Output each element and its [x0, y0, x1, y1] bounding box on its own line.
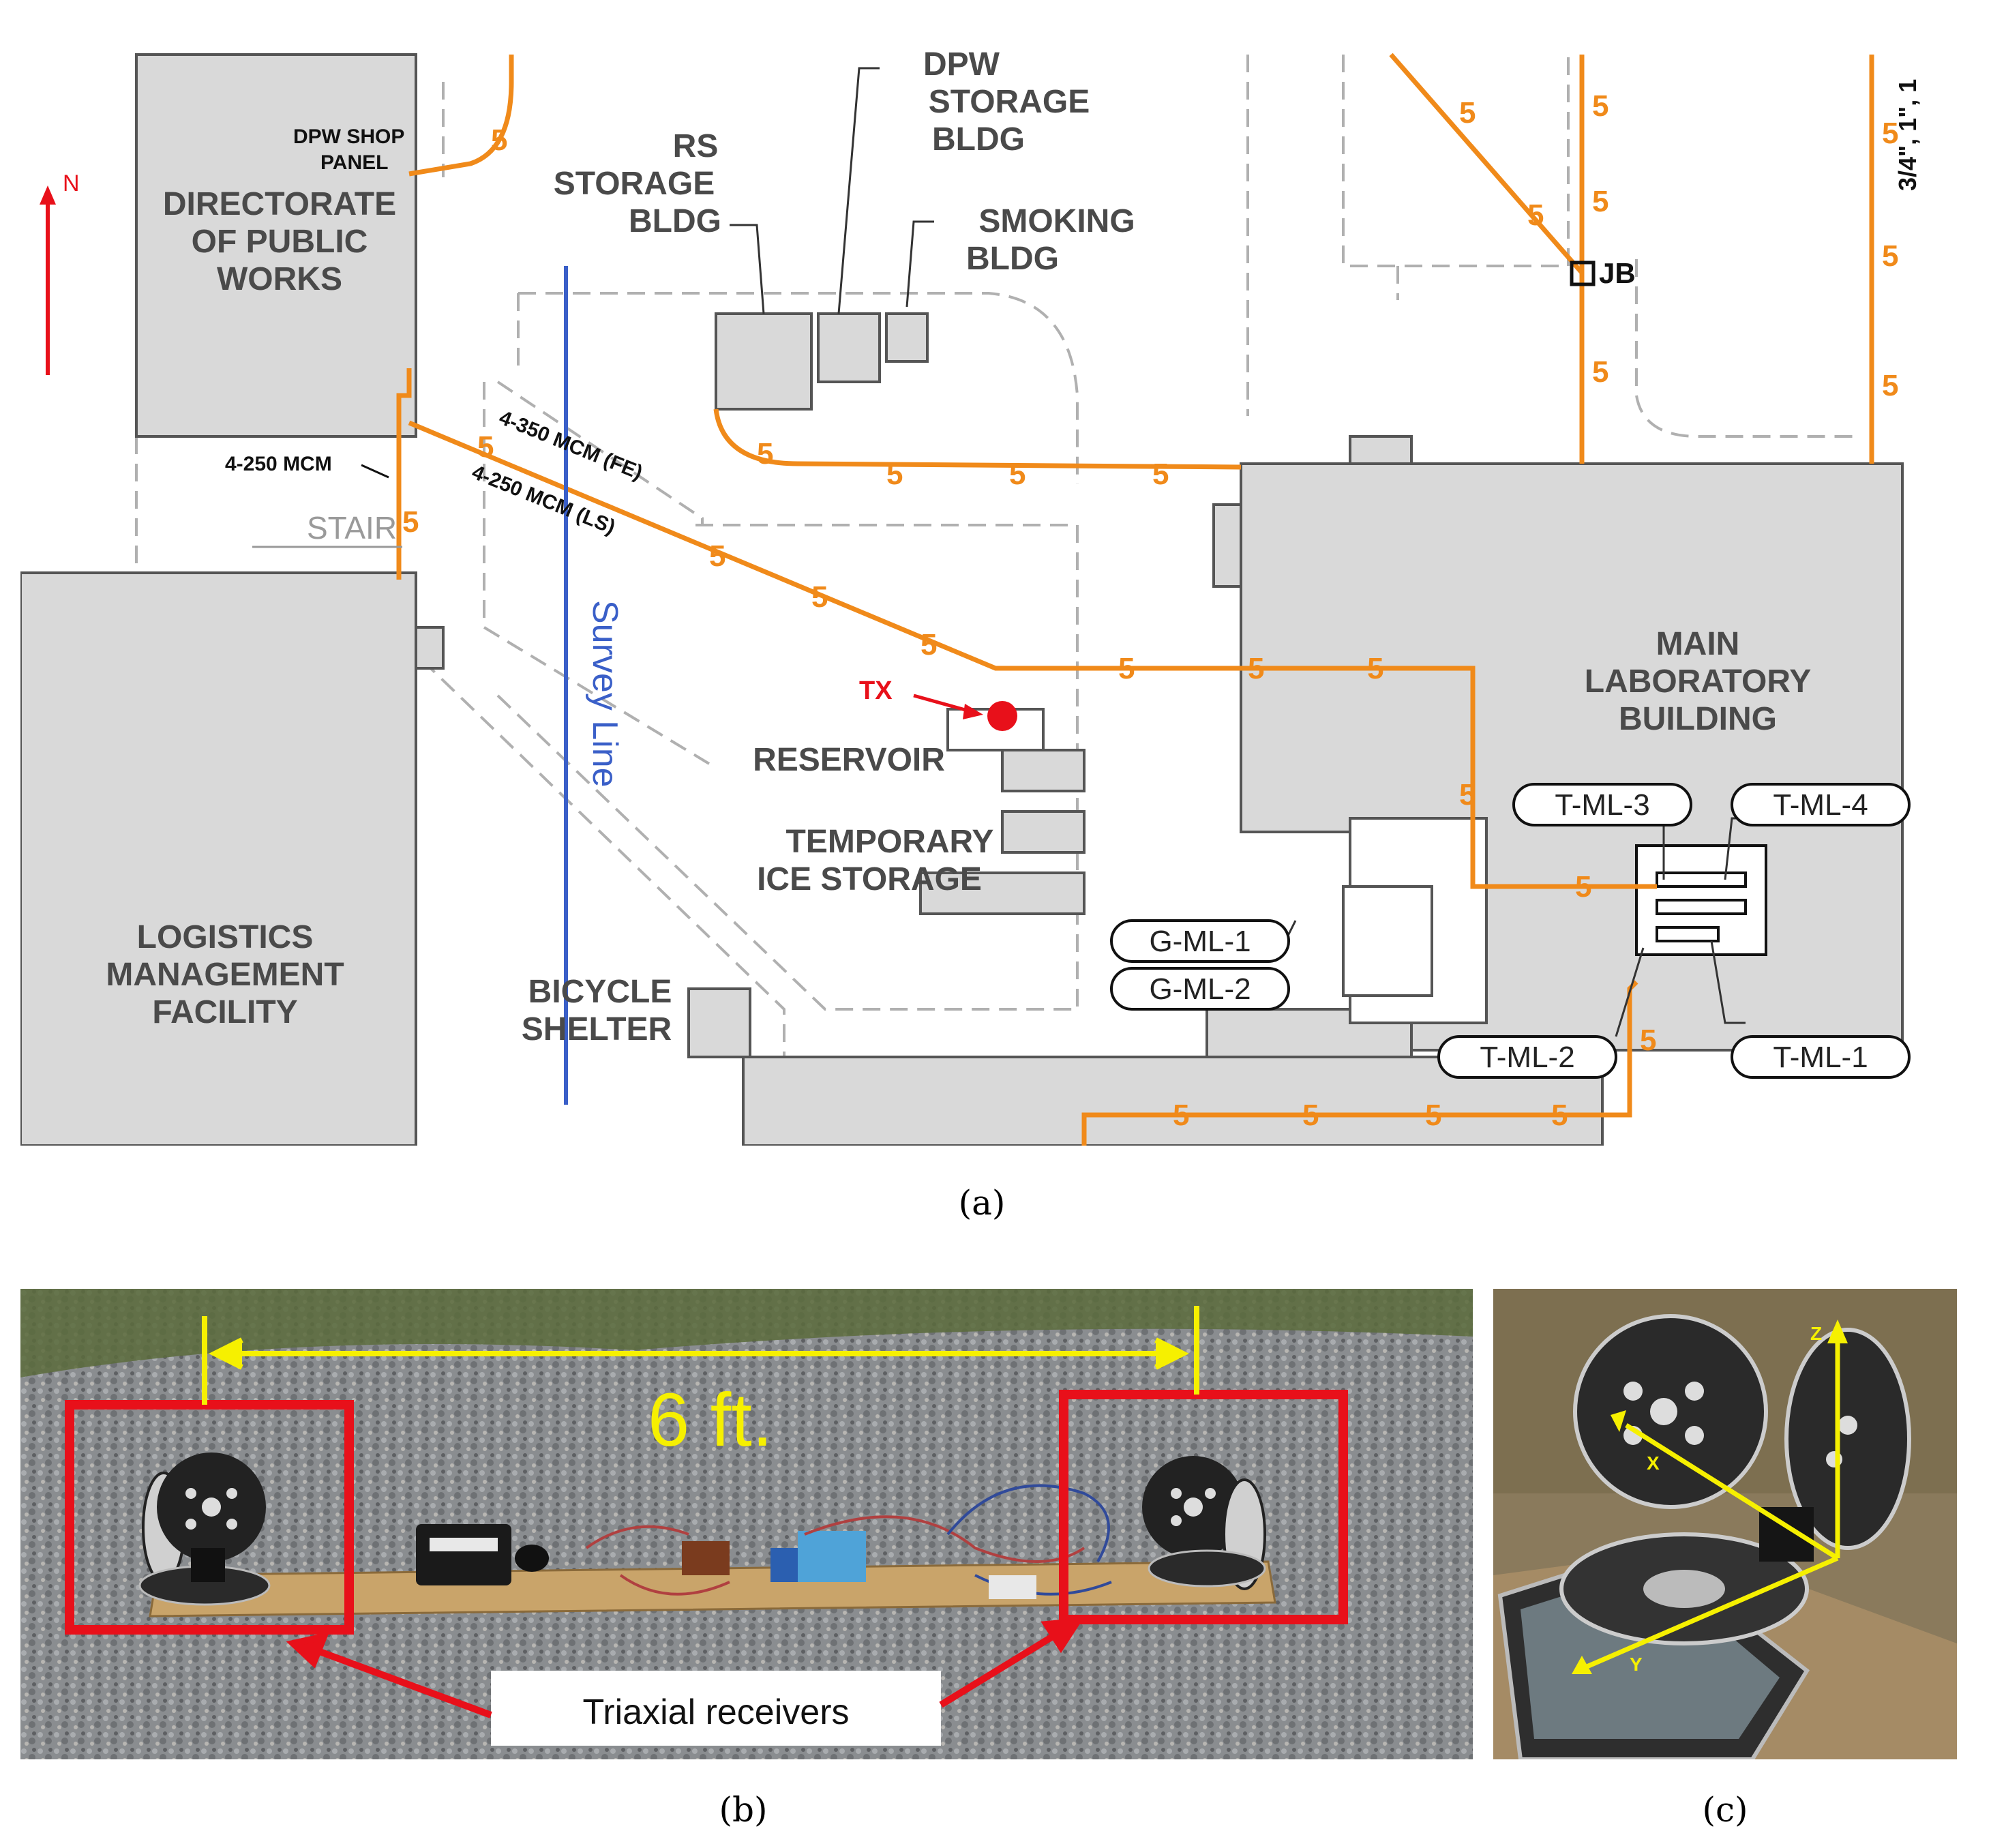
svg-text:5: 5 — [1882, 369, 1898, 402]
logistics-label-1: LOGISTICS — [137, 919, 314, 955]
north-arrow: N — [40, 170, 80, 375]
rs-storage-label-3: BLDG — [629, 203, 721, 239]
caption-b: (b) — [719, 1790, 768, 1830]
axis-arrows — [1584, 1333, 1840, 1670]
tag-t-ml-2: T-ML-2 — [1480, 1041, 1574, 1074]
svg-text:5: 5 — [920, 628, 937, 661]
svg-text:5: 5 — [1367, 652, 1383, 685]
svg-text:5: 5 — [1592, 355, 1608, 389]
tag-t-ml-1: T-ML-1 — [1773, 1041, 1868, 1074]
distance-indicator — [202, 1306, 1199, 1405]
svg-text:5: 5 — [1640, 1024, 1656, 1057]
dpw-storage-label-1: DPW — [923, 46, 1000, 83]
tag-t-ml-3: T-ML-3 — [1555, 788, 1649, 822]
dpw-storage-label-2: STORAGE — [929, 84, 1090, 120]
main-lab-label-3: BUILDING — [1619, 701, 1777, 737]
dpw-label-2: OF PUBLIC — [192, 224, 368, 260]
junction-box — [1570, 260, 1596, 286]
svg-text:5: 5 — [811, 580, 828, 614]
segment-labels: 5 5 5 5 5 5 5 5 5 5 5 5 5 5 5 5 5 5 5 5 … — [402, 89, 1898, 1132]
main-lab-label-2: LABORATORY — [1585, 664, 1811, 700]
svg-text:5: 5 — [757, 437, 773, 471]
site-map: 5 5 5 5 5 5 5 5 5 5 5 5 5 5 5 5 5 5 5 5 … — [20, 41, 1943, 1146]
conduit-note: 3/4", 1", 1 — [1893, 79, 1921, 191]
svg-text:5: 5 — [1551, 1099, 1568, 1132]
distance-label: 6 ft. — [648, 1378, 773, 1462]
svg-text:5: 5 — [1118, 652, 1135, 685]
receiver-closeup-photo: Z X Y — [1493, 1289, 1957, 1759]
survey-line-label: Survey Line — [585, 600, 625, 788]
smoking-label-1: SMOKING — [978, 203, 1135, 239]
tx-label: TX — [859, 676, 893, 705]
dpw-storage-label-3: BLDG — [932, 121, 1025, 158]
receiver-board-photo: 6 ft. Triaxial receivers — [20, 1289, 1473, 1759]
left-receiver — [138, 1452, 271, 1606]
right-receiver-box — [1059, 1390, 1348, 1624]
svg-text:5: 5 — [1459, 96, 1476, 130]
cable-label-1: 4-250 MCM — [225, 453, 332, 475]
svg-text:5: 5 — [1248, 652, 1264, 685]
tag-g-ml-1: G-ML-1 — [1149, 925, 1251, 958]
reservoir-label: RESERVOIR — [753, 742, 945, 778]
jb-label: JB — [1599, 257, 1636, 289]
svg-text:5: 5 — [1592, 89, 1608, 123]
callout-label: Triaxial receivers — [582, 1693, 849, 1732]
axis-y-label: Y — [1630, 1654, 1643, 1675]
north-label: N — [63, 170, 80, 196]
tag-t-ml-4: T-ML-4 — [1773, 788, 1868, 822]
svg-text:5: 5 — [886, 458, 903, 491]
bicycle-label-1: BICYCLE — [528, 974, 672, 1010]
svg-text:5: 5 — [1527, 198, 1544, 232]
svg-text:5: 5 — [477, 430, 494, 464]
caption-a: (a) — [958, 1183, 1006, 1223]
smoking-label-2: BLDG — [966, 241, 1059, 277]
svg-text:5: 5 — [1173, 1099, 1189, 1132]
svg-text:5: 5 — [1882, 117, 1898, 150]
bicycle-label-2: SHELTER — [522, 1011, 672, 1047]
dpw-label-1: DIRECTORATE — [163, 186, 396, 222]
svg-text:5: 5 — [1009, 458, 1026, 491]
tag-g-ml-2: G-ML-2 — [1149, 972, 1251, 1006]
right-receiver — [1142, 1456, 1266, 1590]
rs-storage-label-2: STORAGE — [554, 166, 715, 202]
dashed-boundaries — [135, 55, 1861, 1064]
axis-x-label: X — [1647, 1452, 1660, 1474]
svg-text:5: 5 — [1152, 458, 1169, 491]
logistics-label-3: FACILITY — [152, 994, 297, 1030]
main-lab-label-1: MAIN — [1656, 626, 1740, 662]
callout-box — [491, 1671, 941, 1746]
svg-text:5: 5 — [1302, 1099, 1319, 1132]
dpw-shop-panel-line2: PANEL — [320, 151, 388, 174]
tx-marker — [987, 701, 1017, 731]
building-labels: DIRECTORATE OF PUBLIC WORKS LOGISTICS MA… — [106, 46, 1811, 1047]
logistics-label-2: MANAGEMENT — [106, 957, 344, 993]
svg-text:5: 5 — [402, 505, 419, 539]
dpw-shop-panel-line1: DPW SHOP — [293, 125, 404, 148]
ice-storage-label-1: TEMPORARY — [786, 824, 994, 860]
svg-text:5: 5 — [1592, 185, 1608, 218]
building-cutouts — [946, 708, 1488, 1024]
rs-storage-label-1: RS — [673, 128, 719, 164]
svg-text:5: 5 — [1882, 239, 1898, 273]
dpw-label-3: WORKS — [217, 261, 342, 297]
stair-label: STAIR — [307, 510, 397, 546]
svg-text:5: 5 — [491, 123, 507, 157]
transformer-tags: T-ML-3 T-ML-4 G-ML-1 G-ML-2 T-ML-2 T-ML-… — [1110, 783, 1911, 1079]
transformer-box — [1635, 844, 1767, 956]
caption-c: (c) — [1702, 1790, 1748, 1830]
svg-text:5: 5 — [709, 539, 725, 573]
svg-text:5: 5 — [1575, 870, 1591, 904]
svg-text:5: 5 — [1459, 778, 1476, 811]
left-receiver-box — [65, 1400, 354, 1635]
axis-z-label: Z — [1810, 1323, 1822, 1344]
svg-text:5: 5 — [1425, 1099, 1441, 1132]
ice-storage-label-2: ICE STORAGE — [757, 861, 982, 897]
callout-arrows — [286, 1618, 1084, 1718]
